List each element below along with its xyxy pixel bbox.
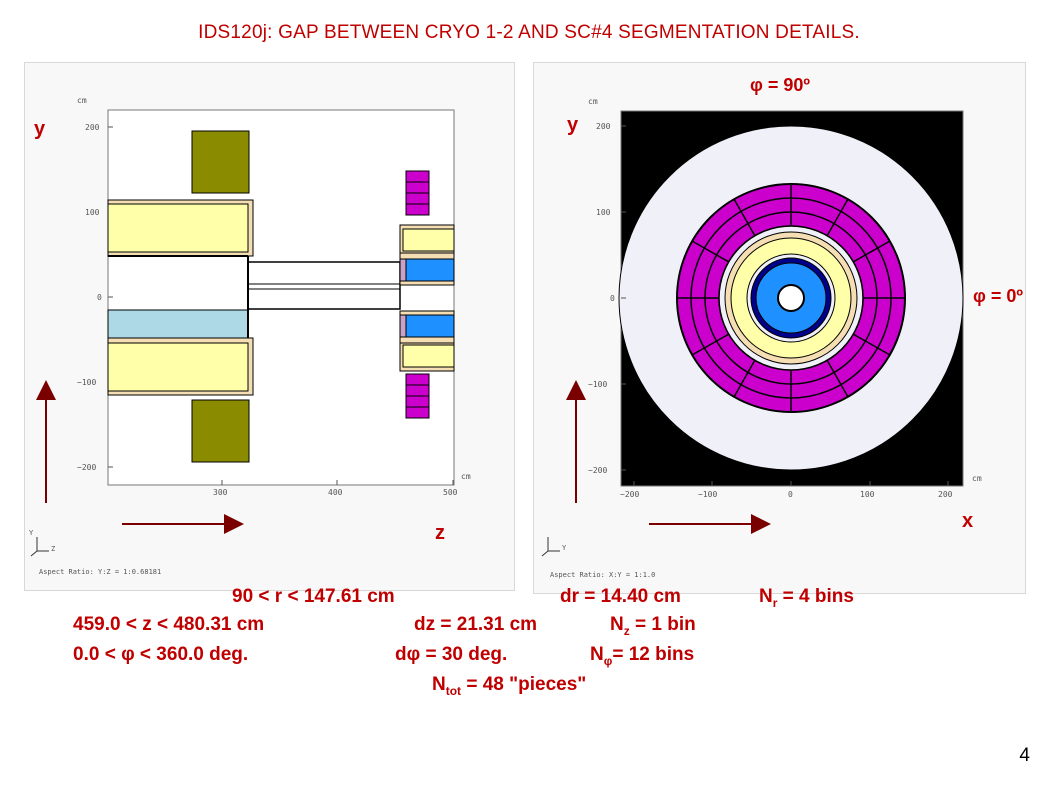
z-range: 459.0 < z < 480.31 cm bbox=[73, 614, 265, 635]
left-plot-area bbox=[107, 109, 455, 486]
right-y-tick: −100 bbox=[588, 380, 607, 389]
left-triad-y: Y bbox=[29, 529, 34, 537]
left-aspect-ratio: Aspect Ratio: Y:Z = 1:0.68181 bbox=[39, 568, 162, 576]
right-plot-svg: cm 200 100 0 −100 −200 −200 −100 0 100 2… bbox=[541, 97, 982, 557]
nz-symbol: N bbox=[610, 614, 624, 635]
ntot-pieces: Ntot = 48 "pieces" bbox=[432, 674, 586, 698]
left-x-tick: 300 bbox=[213, 488, 228, 497]
left-y-tick: 100 bbox=[85, 208, 100, 217]
nphi-bins: Nφ= 12 bins bbox=[590, 644, 694, 668]
left-y-tick: −100 bbox=[77, 378, 96, 387]
beam-bore bbox=[777, 284, 805, 312]
ntot-symbol: N bbox=[432, 674, 446, 695]
dz-value: dz = 21.31 cm bbox=[414, 614, 538, 635]
sc4-yellow-top bbox=[402, 228, 455, 252]
right-x-tick: −100 bbox=[698, 490, 717, 499]
left-plot-panel: cm 200 100 0 −100 −200 300 400 500 cm bbox=[24, 62, 515, 591]
right-x-tick: 200 bbox=[938, 490, 953, 499]
olive-block-bottom bbox=[191, 399, 250, 463]
right-y-tick: −200 bbox=[588, 466, 607, 475]
left-z-label: z bbox=[435, 522, 445, 544]
right-y-tick: 100 bbox=[596, 208, 611, 217]
right-axis-triad bbox=[541, 537, 560, 557]
r-range: 90 < r < 147.61 cm bbox=[232, 586, 395, 607]
right-x-tick: 0 bbox=[788, 490, 793, 499]
right-x-label: x bbox=[962, 510, 974, 532]
right-y-label: y bbox=[567, 114, 579, 136]
yellow-slab-top bbox=[107, 203, 249, 253]
nz-subscript: z bbox=[623, 623, 630, 638]
nphi-subscript: φ bbox=[603, 653, 613, 668]
phi-range: 0.0 < φ < 360.0 deg. bbox=[73, 644, 249, 665]
sc4-yellow-bottom bbox=[402, 344, 455, 368]
right-ticks bbox=[621, 125, 949, 486]
left-x-unit: cm bbox=[461, 472, 471, 481]
light-blue-region bbox=[107, 309, 249, 339]
magenta-segments-top bbox=[405, 170, 430, 216]
ntot-subscript: tot bbox=[445, 683, 462, 698]
yellow-slab-bottom bbox=[107, 342, 249, 392]
right-x-unit: cm bbox=[972, 474, 982, 483]
left-x-tick: 500 bbox=[443, 488, 458, 497]
left-y-label: y bbox=[34, 118, 46, 140]
nr-value: = 4 bins bbox=[777, 586, 854, 607]
nr-symbol: N bbox=[759, 586, 773, 607]
nphi-symbol: N bbox=[590, 644, 604, 665]
olive-block-top bbox=[191, 130, 250, 194]
right-plot-panel: cm 200 100 0 −100 −200 −200 −100 0 100 2… bbox=[533, 62, 1026, 594]
left-axis-triad bbox=[30, 537, 49, 557]
nz-bins: Nz = 1 bin bbox=[610, 614, 696, 638]
sc4-violet-strip bbox=[399, 314, 407, 338]
nz-value: = 1 bin bbox=[629, 614, 696, 635]
left-axis-unit: cm bbox=[77, 96, 87, 105]
left-plot-svg: cm 200 100 0 −100 −200 300 400 500 cm bbox=[30, 96, 471, 557]
page-number: 4 bbox=[1019, 745, 1030, 766]
ntot-value: = 48 "pieces" bbox=[461, 674, 587, 695]
left-y-tick: −200 bbox=[77, 463, 96, 472]
slide-title: IDS120j: GAP BETWEEN CRYO 1-2 AND SC#4 S… bbox=[198, 22, 860, 43]
magenta-segments-bottom bbox=[405, 373, 430, 419]
dr-value: dr = 14.40 cm bbox=[560, 586, 681, 607]
nr-subscript: r bbox=[772, 595, 778, 610]
left-y-tick: 200 bbox=[85, 123, 100, 132]
sc4-violet-strip bbox=[399, 258, 407, 282]
right-triad-y: Y bbox=[562, 544, 567, 552]
nr-bins: Nr = 4 bins bbox=[759, 586, 854, 610]
right-x-tick: 100 bbox=[860, 490, 875, 499]
phi-90-label: φ = 90º bbox=[750, 75, 810, 95]
right-axis-unit: cm bbox=[588, 97, 598, 106]
phi-segment-lines bbox=[677, 184, 905, 412]
phi-0-label: φ = 0º bbox=[973, 286, 1023, 306]
dphi-value: dφ = 30 deg. bbox=[395, 644, 508, 665]
right-x-tick: −200 bbox=[620, 490, 639, 499]
left-y-tick: 0 bbox=[97, 293, 102, 302]
right-aspect-ratio: Aspect Ratio: X:Y = 1:1.0 bbox=[550, 571, 656, 579]
left-triad-z: Z bbox=[51, 545, 56, 553]
nphi-value: = 12 bins bbox=[612, 644, 695, 665]
left-x-tick: 400 bbox=[328, 488, 343, 497]
right-y-tick: 200 bbox=[596, 122, 611, 131]
right-y-tick: 0 bbox=[610, 294, 615, 303]
